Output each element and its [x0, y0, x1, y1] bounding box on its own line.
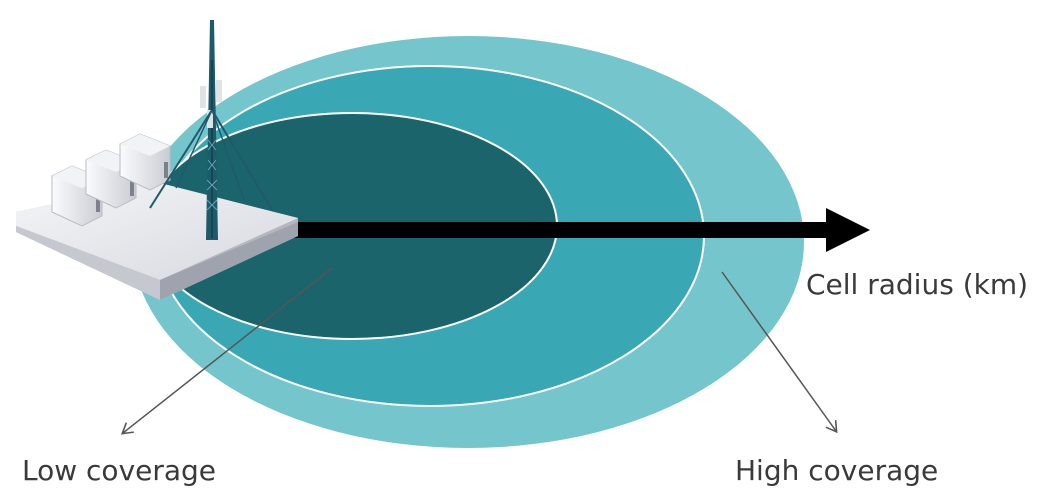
cell-radius-arrow — [290, 208, 870, 252]
cell-radius-label: Cell radius (km) — [806, 268, 1028, 301]
base-station-icon — [16, 20, 298, 300]
high-coverage-label: High coverage — [735, 454, 938, 487]
low-coverage-pointer — [120, 267, 333, 435]
equipment-cabinet-icon — [51, 133, 171, 227]
high-coverage-pointer — [721, 271, 838, 434]
cell-tower-icon — [149, 20, 273, 240]
low-coverage-label: Low coverage — [22, 454, 216, 487]
